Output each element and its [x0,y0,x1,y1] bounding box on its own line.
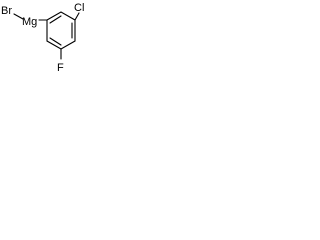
bond-br-mg [13,13,24,20]
bond-ring-cl [74,12,80,21]
atom-label-bromine: Br [1,5,12,17]
ring-double-bond-bottom [49,37,62,46]
atom-label-fluorine: F [57,62,64,74]
atom-label-chlorine: Cl [74,2,84,14]
benzene-ring [46,11,76,50]
ring-double-bond-top [49,15,62,24]
chemical-structure: Br Mg Cl F [1,2,84,74]
atom-label-magnesium: Mg [22,16,37,28]
